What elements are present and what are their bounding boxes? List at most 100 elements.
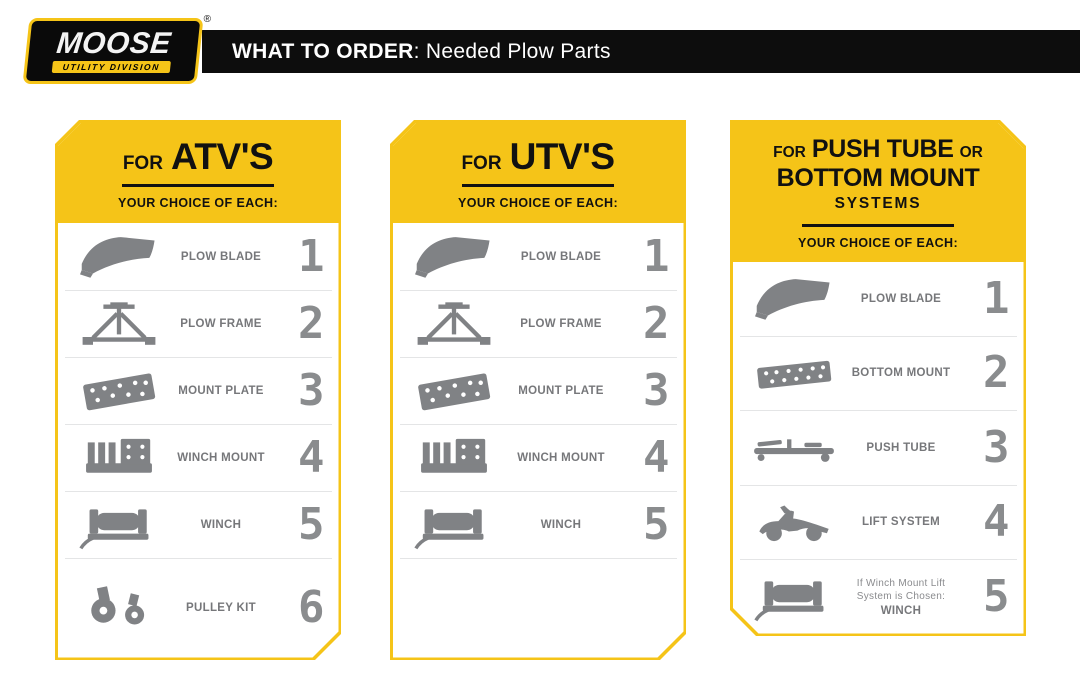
card-push-tube-bottom-mount: FOR PUSH TUBE OR BOTTOM MOUNT SYSTEMS YO…	[730, 120, 1026, 636]
part-label: WINCH MOUNT	[177, 452, 265, 464]
part-row: PLOW BLADE 1	[400, 223, 677, 290]
plow-blade-icon	[410, 231, 498, 283]
part-row: PLOW FRAME 2	[65, 290, 332, 357]
part-label-with-note: If Winch Mount Lift System is Chosen: WI…	[841, 577, 962, 617]
part-row: PLOW BLADE 1	[65, 223, 332, 290]
part-label: MOUNT PLATE	[178, 385, 264, 397]
part-row: WINCH MOUNT 4	[65, 424, 332, 491]
part-label: PLOW BLADE	[520, 250, 602, 263]
part-quantity: 4	[983, 496, 1010, 548]
part-row: PLOW BLADE 1	[740, 262, 1017, 336]
card-utv-body: PLOW BLADE 1 PLOW FRAME 2 MOUNT PLATE 3	[393, 223, 684, 658]
part-label: LIFT SYSTEM	[861, 516, 941, 529]
title-underline	[122, 184, 274, 188]
part-note-line1: If Winch Mount Lift	[856, 577, 946, 589]
part-quantity: 5	[298, 499, 325, 550]
winch-icon	[750, 571, 838, 623]
plow-blade-icon	[75, 231, 163, 283]
part-row: PLOW FRAME 2	[400, 290, 677, 357]
header-bar: WHAT TO ORDER: Needed Plow Parts	[202, 30, 1080, 73]
part-row: If Winch Mount Lift System is Chosen: WI…	[740, 559, 1017, 634]
part-quantity: 3	[983, 421, 1010, 473]
card-pt-title-line3: SYSTEMS	[834, 194, 922, 212]
part-row: BOTTOM MOUNT 2	[740, 336, 1017, 411]
part-row: PULLEY KIT 6	[65, 558, 332, 658]
card-utv-for-label: FOR	[461, 152, 502, 174]
part-quantity: 1	[983, 272, 1010, 324]
page-title: WHAT TO ORDER: Needed Plow Parts	[232, 40, 611, 64]
bottom-mount-icon	[750, 347, 838, 399]
mount-plate-icon	[75, 365, 163, 417]
card-atv-for-label: FOR	[122, 152, 163, 174]
winch-mount-icon	[75, 432, 163, 484]
plow-frame-icon	[75, 298, 163, 350]
part-label: BOTTOM MOUNT	[851, 367, 951, 380]
pulley-kit-icon	[75, 582, 163, 634]
title-underline	[802, 224, 954, 228]
title-underline	[462, 184, 614, 188]
part-label: WINCH	[200, 519, 242, 531]
card-atv-title: ATV'S	[170, 135, 274, 177]
part-label: PLOW FRAME	[520, 318, 602, 330]
card-atv: FOR ATV'S YOUR CHOICE OF EACH: PLOW BLAD…	[55, 120, 341, 660]
moose-logo-box: MOOSE UTILITY DIVISION	[22, 18, 204, 84]
card-pt-header: FOR PUSH TUBE OR BOTTOM MOUNT SYSTEMS YO…	[733, 123, 1024, 263]
part-label: WINCH	[880, 604, 922, 617]
card-atv-body: PLOW BLADE 1 PLOW FRAME 2 MOUNT PLATE 3	[58, 223, 339, 658]
card-pt-title-line1: PUSH TUBE	[811, 134, 954, 163]
card-utv-header: FOR UTV'S YOUR CHOICE OF EACH:	[393, 123, 684, 224]
part-quantity: 5	[643, 499, 670, 550]
page-title-bold: WHAT TO ORDER	[232, 39, 414, 63]
lift-system-icon	[750, 496, 838, 548]
part-row: MOUNT PLATE 3	[400, 357, 677, 424]
push-tube-icon	[750, 422, 838, 474]
part-quantity: 5	[983, 570, 1010, 622]
part-row: LIFT SYSTEM 4	[740, 485, 1017, 560]
part-quantity: 6	[298, 582, 325, 634]
page-title-regular: : Needed Plow Parts	[413, 39, 611, 63]
part-note-line2: System is Chosen:	[856, 590, 946, 602]
plow-blade-icon	[750, 273, 838, 325]
card-utv: FOR UTV'S YOUR CHOICE OF EACH: PLOW BLAD…	[390, 120, 686, 660]
part-row: PUSH TUBE 3	[740, 410, 1017, 485]
part-quantity: 1	[298, 230, 325, 282]
card-atv-subtitle: YOUR CHOICE OF EACH:	[117, 196, 279, 210]
part-label: PLOW FRAME	[180, 318, 262, 330]
part-quantity: 1	[643, 230, 670, 282]
card-pt-subtitle: YOUR CHOICE OF EACH:	[797, 236, 959, 250]
card-utv-title: UTV'S	[509, 135, 615, 177]
part-label: PUSH TUBE	[866, 441, 936, 454]
moose-logo-division: UTILITY DIVISION	[52, 61, 171, 73]
part-quantity: 3	[298, 365, 325, 416]
moose-logo-wordmark: MOOSE	[54, 27, 173, 60]
part-row: MOUNT PLATE 3	[65, 357, 332, 424]
card-pt-for-label: FOR	[773, 143, 806, 161]
part-quantity: 4	[643, 432, 670, 483]
part-label: PULLEY KIT	[186, 602, 256, 615]
part-quantity: 4	[298, 432, 325, 483]
card-utv-empty-space	[400, 558, 677, 658]
part-quantity: 2	[643, 298, 670, 349]
moose-logo: MOOSE UTILITY DIVISION ®	[22, 14, 211, 84]
winch-icon	[410, 499, 498, 551]
part-label: MOUNT PLATE	[518, 385, 604, 397]
part-row: WINCH 5	[65, 491, 332, 558]
mount-plate-icon	[410, 365, 498, 417]
card-pt-body: PLOW BLADE 1 BOTTOM MOUNT 2 PUSH TUBE 3	[733, 262, 1024, 634]
part-quantity: 2	[983, 347, 1010, 399]
winch-mount-icon	[410, 432, 498, 484]
part-label: PLOW BLADE	[860, 292, 942, 305]
part-quantity: 2	[298, 298, 325, 349]
plow-frame-icon	[410, 298, 498, 350]
winch-icon	[75, 499, 163, 551]
registered-trademark-symbol: ®	[203, 14, 211, 25]
part-row: WINCH MOUNT 4	[400, 424, 677, 491]
card-utv-subtitle: YOUR CHOICE OF EACH:	[457, 196, 619, 210]
card-pt-title-line2: BOTTOM MOUNT	[776, 163, 980, 192]
part-label: WINCH MOUNT	[517, 452, 605, 464]
part-row: WINCH 5	[400, 491, 677, 558]
part-label: PLOW BLADE	[180, 250, 262, 263]
part-quantity: 3	[643, 365, 670, 416]
card-pt-or-label: OR	[959, 143, 983, 161]
